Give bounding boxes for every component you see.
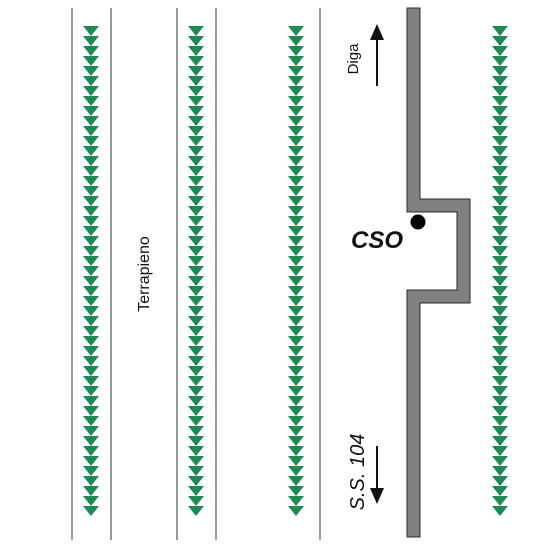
terrapieno-label: Terrapieno bbox=[136, 236, 153, 312]
vegetation-strip-2 bbox=[188, 26, 204, 516]
diga-label: Diga bbox=[345, 43, 362, 75]
arrow-down-icon bbox=[370, 446, 384, 504]
vegetation-strip-3 bbox=[288, 26, 304, 516]
vegetation-strips bbox=[83, 26, 508, 516]
boundary-lines bbox=[71, 8, 321, 540]
road-ss104 bbox=[406, 7, 471, 538]
vegetation-strip-4 bbox=[492, 26, 508, 516]
cso-label: CSO bbox=[351, 227, 403, 254]
arrow-up-icon bbox=[370, 24, 384, 86]
dot-marker-icon bbox=[410, 214, 426, 230]
vegetation-strip-1 bbox=[83, 26, 99, 516]
ss104-label: S.S. 104 bbox=[347, 434, 369, 511]
